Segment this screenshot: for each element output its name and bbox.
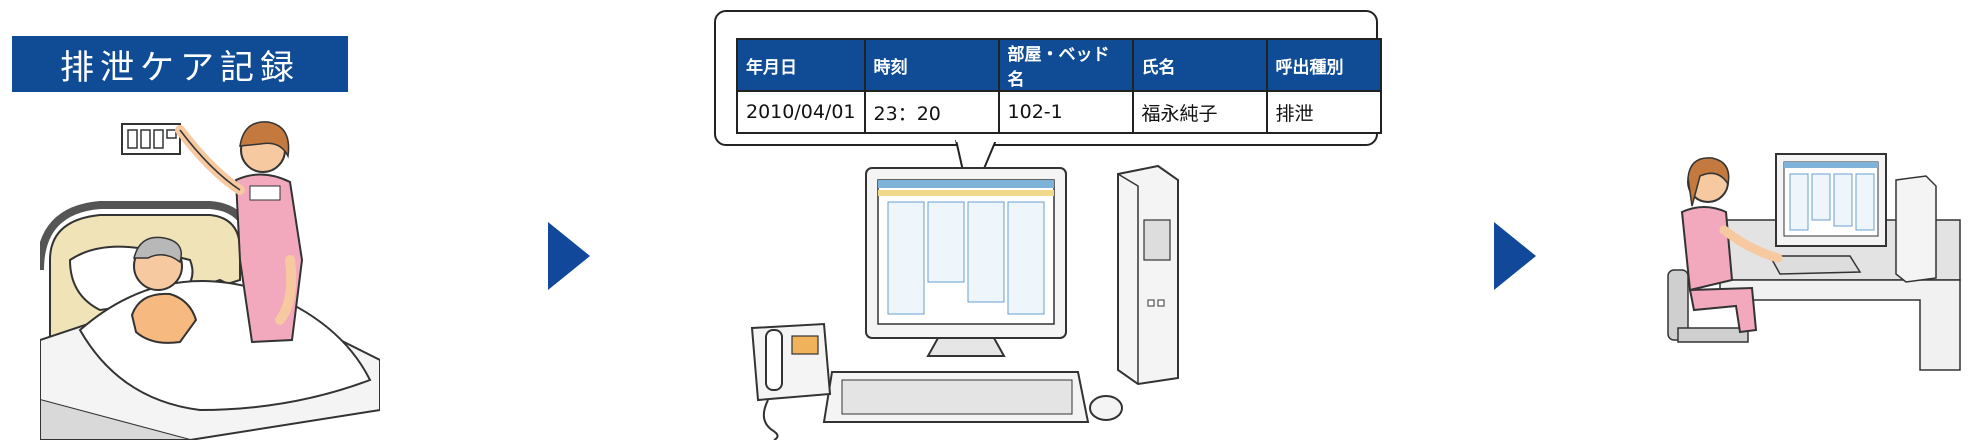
cell-room-bed: 102-1 xyxy=(997,90,1134,134)
page-title: 排泄ケア記録 xyxy=(12,36,348,92)
header-time: 時刻 xyxy=(863,38,1000,92)
computer-system-icon xyxy=(750,164,1179,440)
cell-call-type: 排泄 xyxy=(1265,90,1382,134)
table-row: 2010/04/01 23：20 102-1 福永純子 排泄 xyxy=(736,90,1382,134)
header-call-type: 呼出種別 xyxy=(1265,38,1382,92)
cell-name: 福永純子 xyxy=(1131,90,1268,134)
cell-time: 23：20 xyxy=(863,90,1000,134)
header-room-bed: 部屋・ベッド名 xyxy=(997,38,1134,92)
excretion-record-table: 年月日 時刻 部屋・ベッド名 氏名 呼出種別 2010/04/01 23：20 … xyxy=(736,38,1382,134)
nurse-call-scene-icon xyxy=(40,121,380,440)
table-header-row: 年月日 時刻 部屋・ベッド名 氏名 呼出種別 xyxy=(736,38,1382,92)
header-name: 氏名 xyxy=(1131,38,1268,92)
cell-date: 2010/04/01 xyxy=(736,90,866,134)
arrow-right-icon xyxy=(548,222,590,290)
header-date: 年月日 xyxy=(736,38,866,92)
nurse-at-computer-icon xyxy=(1667,153,1961,371)
arrow-right-icon xyxy=(1494,222,1536,290)
